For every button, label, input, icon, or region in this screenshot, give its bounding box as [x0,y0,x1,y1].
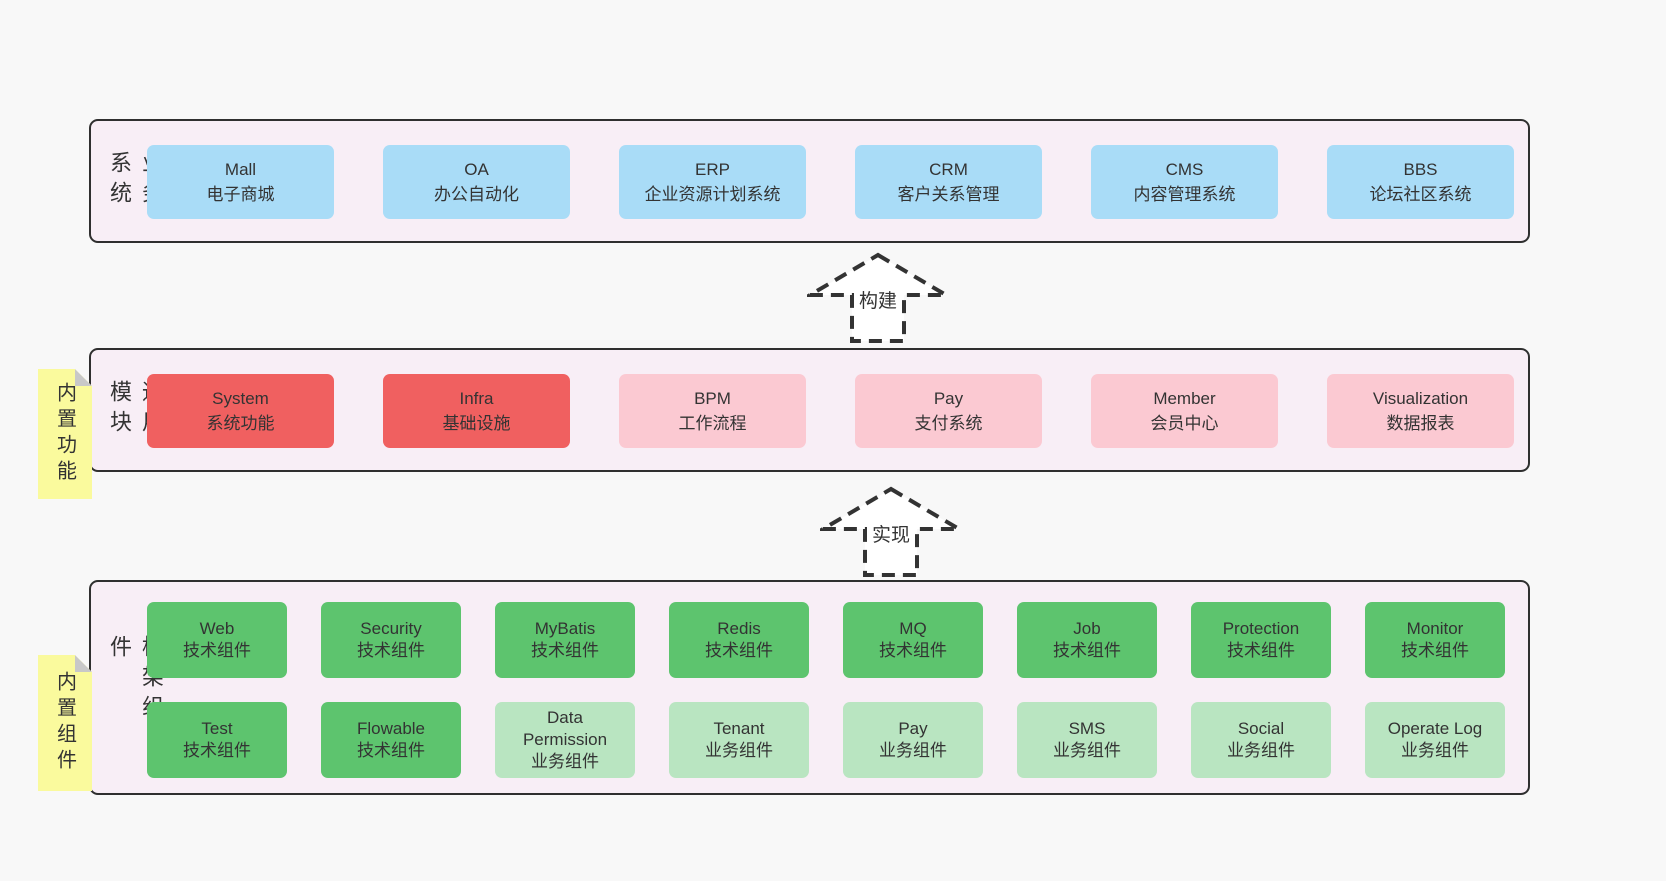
box-title: MyBatis [534,618,596,638]
business-systems-row: Mall 电子商城 OA 办公自动化 ERP 企业资源计划系统 CRM 客户关系管理 CMS 内容… [147,145,1514,219]
box-subtitle: 数据报表 [1386,414,1455,433]
box-pay: Pay 业务组件 [843,702,983,778]
box-redis: Redis 技术组件 [669,602,809,678]
box-subtitle: 基础设施 [442,414,511,433]
box-oa: OA 办公自动化 [383,145,570,219]
box-crm: CRM 客户关系管理 [855,145,1042,219]
box-subtitle: 系统功能 [206,414,275,433]
box-title: CRM [929,159,968,179]
box-web: Web 技术组件 [147,602,287,678]
box-subtitle: 论坛社区系统 [1369,185,1472,204]
box-subtitle: 企业资源计划系统 [644,185,781,204]
build-arrow: 构建 [807,252,949,344]
note-text: 内置功能 [53,382,76,486]
box-tenant: Tenant 业务组件 [669,702,809,778]
box-infra: Infra 基础设施 [383,374,570,448]
box-test: Test 技术组件 [147,702,287,778]
box-title: Web [199,618,235,638]
box-title: Operate Log [1387,718,1483,738]
box-title: Infra [459,388,494,408]
box-title: Redis [717,618,761,638]
box-subtitle: 技术组件 [705,641,773,660]
box-subtitle: 技术组件 [879,641,947,660]
box-title: CMS [1165,159,1204,179]
box-subtitle: 技术组件 [1227,641,1295,660]
box-subtitle: 技术组件 [357,741,425,760]
box-title: SMS [1068,718,1106,738]
box-title: Data Permission [522,707,608,749]
box-protection: Protection 技术组件 [1191,602,1331,678]
implement-arrow-label: 实现 [868,520,914,547]
box-title: System [212,388,269,408]
box-operate-log: Operate Log 业务组件 [1365,702,1505,778]
sticky-note-built-in-components: 内置组件 [38,655,92,791]
box-security: Security 技术组件 [321,602,461,678]
box-subtitle: 内容管理系统 [1133,185,1236,204]
box-title: Monitor [1406,618,1464,638]
box-title: MQ [899,618,927,638]
box-subtitle: 业务组件 [531,752,599,772]
box-subtitle: 办公自动化 [434,185,519,204]
box-title: Member [1153,388,1216,408]
box-member: Member 会员中心 [1091,374,1278,448]
build-arrow-label: 构建 [855,286,901,313]
box-job: Job 技术组件 [1017,602,1157,678]
note-text: 内置组件 [53,671,76,775]
box-subtitle: 客户关系管理 [897,185,1000,204]
box-title: Security [360,618,422,638]
box-subtitle: 支付系统 [914,414,983,433]
common-modules-row: System 系统功能 Infra 基础设施 BPM 工作流程 Pay 支付系统 Member 会… [147,374,1514,448]
box-bbs: BBS 论坛社区系统 [1327,145,1514,219]
box-visualization: Visualization 数据报表 [1327,374,1514,448]
box-bpm: BPM 工作流程 [619,374,806,448]
box-title: Social [1237,718,1285,738]
box-subtitle: 业务组件 [1401,741,1469,760]
box-pay: Pay 支付系统 [855,374,1042,448]
box-subtitle: 业务组件 [879,741,947,760]
box-subtitle: 技术组件 [1401,641,1469,660]
box-title: Protection [1222,618,1300,638]
box-mybatis: MyBatis 技术组件 [495,602,635,678]
box-flowable: Flowable 技术组件 [321,702,461,778]
sticky-note-built-in-features: 内置功能 [38,369,92,499]
box-cms: CMS 内容管理系统 [1091,145,1278,219]
box-subtitle: 业务组件 [1227,741,1295,760]
box-subtitle: 技术组件 [531,641,599,660]
box-title: Flowable [356,718,426,738]
box-subtitle: 业务组件 [1053,741,1121,760]
box-subtitle: 会员中心 [1150,414,1219,433]
box-subtitle: 技术组件 [1053,641,1121,660]
box-title: BPM [694,388,731,408]
box-title: BBS [1403,159,1438,179]
box-sms: SMS 业务组件 [1017,702,1157,778]
box-title: Test [201,718,233,738]
band-business-systems: 业务系统 Mall电子商城OA办公自动化ERP企业资源计划系统CRM客户关系管理… [89,119,1530,243]
box-title: Tenant [713,718,765,738]
box-subtitle: 技术组件 [183,741,251,760]
box-subtitle: 技术组件 [357,641,425,660]
box-mq: MQ 技术组件 [843,602,983,678]
box-subtitle: 工作流程 [678,414,747,433]
box-monitor: Monitor 技术组件 [1365,602,1505,678]
box-mall: Mall 电子商城 [147,145,334,219]
box-title: Visualization [1372,388,1469,408]
implement-arrow: 实现 [820,486,962,578]
box-title: ERP [695,159,730,179]
box-title: Pay [933,388,964,408]
box-title: Job [1073,618,1101,638]
box-system: System 系统功能 [147,374,334,448]
band-common-modules: 通用模块 System系统功能Infra基础设施BPM工作流程Pay支付系统Me… [89,348,1530,472]
box-title: OA [464,159,489,179]
box-erp: ERP 企业资源计划系统 [619,145,806,219]
box-title: Mall [224,159,257,179]
box-title: Pay [898,718,928,738]
box-data-permission: Data Permission 业务组件 [495,702,635,778]
box-subtitle: 技术组件 [183,641,251,660]
box-social: Social 业务组件 [1191,702,1331,778]
box-subtitle: 电子商城 [206,185,275,204]
box-subtitle: 业务组件 [705,741,773,760]
